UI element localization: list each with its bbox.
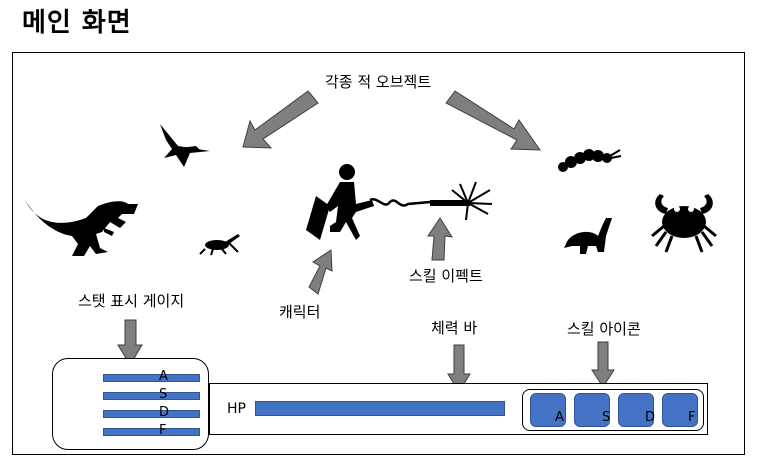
arrow-objects-left [242, 90, 319, 149]
skill-effect-label: 스킬 이펙트 [409, 267, 483, 285]
stat-bar [103, 374, 200, 382]
skill-button-a[interactable] [530, 393, 566, 427]
arrow-to-gauge [117, 319, 143, 366]
skill-button-s[interactable] [574, 393, 610, 427]
stat-bar [103, 410, 200, 418]
stat-bar [103, 428, 200, 436]
stat-gauge-panel [52, 358, 209, 450]
skill-key-label: A [555, 410, 564, 425]
cricket-icon [199, 234, 240, 256]
hp-bar-label: 체력 바 [431, 319, 478, 337]
skill-icons-label: 스킬 아이콘 [567, 320, 641, 338]
character-label: 캐릭터 [279, 303, 321, 321]
skill-key-label: D [645, 410, 656, 425]
skill-spark-icon [451, 181, 493, 221]
stat-bar-key: D [159, 405, 170, 420]
hp-bar [255, 401, 505, 416]
arrow-objects-right [445, 90, 541, 151]
stat-bar-key: S [159, 387, 168, 402]
crab-icon [651, 194, 717, 253]
runner-with-weapon-icon [306, 164, 470, 240]
stat-bar-key: A [159, 369, 168, 384]
brontosaurus-icon [564, 218, 612, 254]
pterodactyl-icon [160, 124, 210, 167]
stat-bar [103, 392, 200, 400]
objects-label: 각종 적 오브젝트 [325, 73, 432, 91]
screen-frame [12, 52, 745, 455]
arrow-to-character [308, 249, 333, 295]
stat-gauge-label: 스탯 표시 게이지 [78, 292, 185, 310]
arrow-to-effect [427, 217, 454, 261]
hp-label: HP [227, 401, 246, 417]
skill-button-f[interactable] [662, 393, 698, 427]
page-title: 메인 화면 [22, 8, 132, 38]
t-rex-icon [25, 200, 138, 256]
arrow-to-skill-icons [591, 341, 615, 388]
stat-bar-key: F [159, 423, 167, 438]
skill-key-label: S [602, 410, 611, 425]
caterpillar-icon [558, 149, 622, 172]
skill-key-label: F [688, 410, 696, 425]
skill-button-d[interactable] [618, 393, 654, 427]
